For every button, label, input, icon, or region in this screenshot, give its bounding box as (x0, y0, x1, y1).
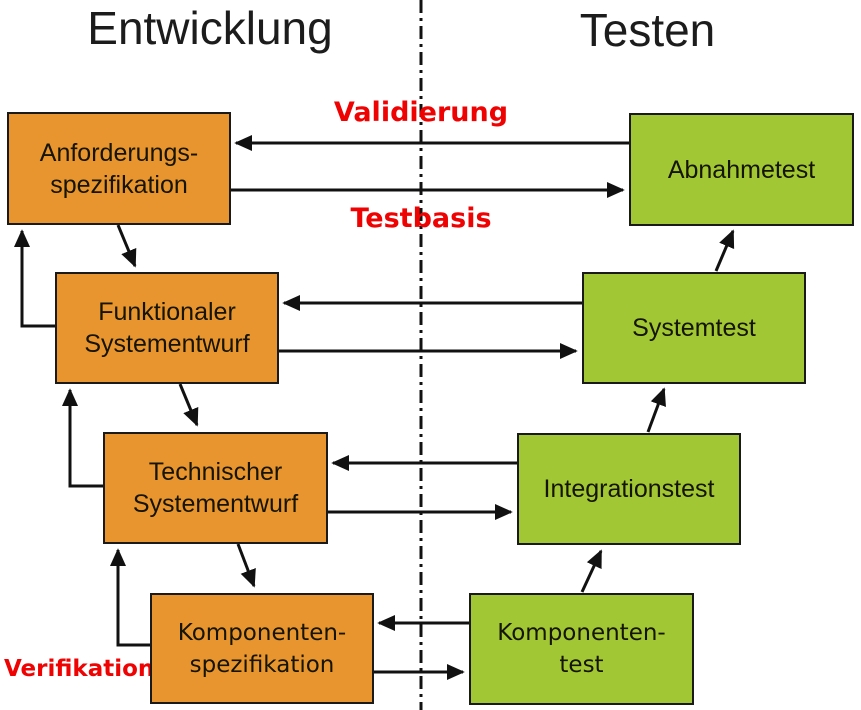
box-label: Komponenten- test (497, 620, 666, 678)
box-label: Technischer Systementwurf (132, 458, 299, 518)
box-label: Komponenten- spezifikation (177, 619, 347, 678)
box-label: Abnahmetest (667, 155, 816, 184)
box-integrationstest: Integrationstest (517, 433, 741, 545)
box-label: Funktionaler Systementwurf (84, 298, 250, 358)
label-testbasis: Testbasis (350, 203, 492, 234)
box-anforderungsspezifikation: Anforderungs- spezifikation (7, 112, 231, 225)
box-komponententest: Komponenten- test (469, 593, 694, 705)
title-testen: Testen (579, 4, 716, 56)
box-funktionaler-systementwurf: Funktionaler Systementwurf (55, 272, 279, 384)
box-systemtest: Systemtest (582, 272, 806, 384)
arrow-funktionaler-up-to-anforderung (13, 229, 55, 328)
arrow-kompspez-up-to-technischer (109, 548, 150, 647)
title-entwicklung: Entwicklung (87, 2, 333, 54)
box-technischer-systementwurf: Technischer Systementwurf (103, 432, 328, 544)
box-label: Systemtest (632, 314, 756, 342)
arrow-funktionaler-to-technischer (178, 383, 199, 427)
arrow-anforderung-to-funktionaler (116, 224, 137, 268)
box-abnahmetest: Abnahmetest (629, 113, 854, 226)
box-label: Anforderungs- spezifikation (39, 138, 199, 199)
box-komponentenspezifikation: Komponenten- spezifikation (150, 593, 374, 704)
arrow-technischer-up-to-funktionaler (61, 388, 103, 488)
arrow-technischer-to-kompspez (236, 543, 256, 588)
arrow-systemtest-to-abnahmetest (714, 229, 735, 272)
box-label: Integrationstest (543, 475, 715, 503)
label-validierung: Validierung (333, 97, 509, 128)
arrow-komponententest-to-integrationstest (580, 549, 603, 593)
label-verifikation: Verifikation (4, 656, 155, 682)
arrow-integrationstest-to-systemtest (646, 387, 666, 433)
